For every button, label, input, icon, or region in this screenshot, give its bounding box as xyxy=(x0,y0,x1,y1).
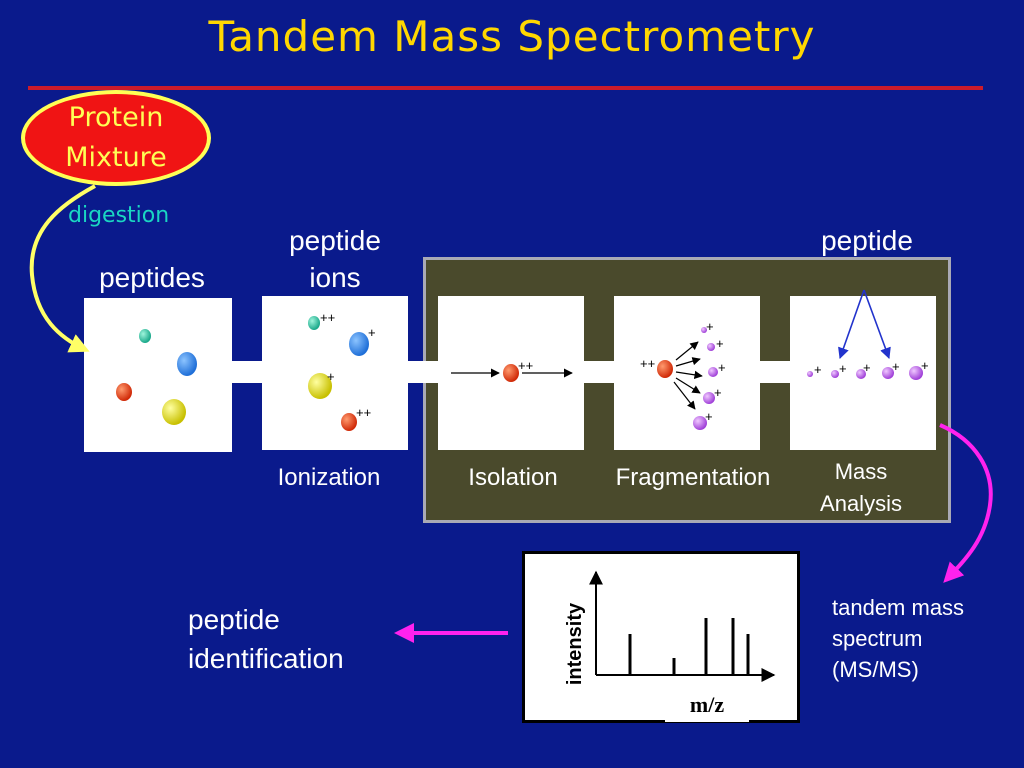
mass-analysis-label: Mass Analysis xyxy=(820,459,902,516)
ion-teal xyxy=(308,316,320,330)
charge-label: + xyxy=(714,385,722,400)
fragment-ion xyxy=(708,367,718,377)
ionization-label: Ionization xyxy=(277,464,381,491)
connector-bar xyxy=(408,361,438,383)
charge-label: + xyxy=(863,360,871,375)
ms-ms-spectrum-frame xyxy=(522,551,800,723)
charge-label: + xyxy=(718,360,726,375)
connector-bar xyxy=(760,361,790,383)
fragment-ion xyxy=(831,370,839,378)
fragments-pointer-arrow xyxy=(838,289,865,360)
fragmentation-arrow xyxy=(675,377,701,394)
fragments-pointer-arrow xyxy=(863,289,891,360)
charge-label: ++ xyxy=(356,405,371,420)
digestion-arrow xyxy=(29,184,96,353)
tandem-mass-spectrum-caption: tandem mass spectrum (MS/MS) xyxy=(832,595,965,682)
peptide-yellow xyxy=(162,399,186,425)
charge-label: + xyxy=(327,369,335,384)
connector-bar xyxy=(584,361,614,383)
charge-label: + xyxy=(839,361,847,376)
peptide-blue xyxy=(177,352,197,376)
spectrum-y-axis-label: intensity xyxy=(564,602,586,686)
charge-label: ++ xyxy=(518,358,533,373)
precursor-ion-red xyxy=(657,360,673,378)
fragment-ion xyxy=(701,327,707,333)
fragmentation-arrow xyxy=(675,357,701,367)
charge-label: + xyxy=(892,359,900,374)
connector-bar xyxy=(232,361,262,383)
fragment-ion xyxy=(807,371,813,377)
fragmentation-arrow xyxy=(675,370,703,380)
fragment-ion xyxy=(856,369,866,379)
peptides-box xyxy=(84,298,232,452)
peptide-red xyxy=(116,383,132,401)
protein-mixture-ellipse xyxy=(21,90,211,186)
peptide-teal xyxy=(139,329,151,343)
spectrum-output-arrow xyxy=(939,423,993,583)
charge-label: + xyxy=(921,358,929,373)
charge-label: + xyxy=(716,336,724,351)
fragment-ion xyxy=(707,343,715,351)
charge-label: + xyxy=(705,409,713,424)
charge-label: ++ xyxy=(640,356,655,371)
isolated-ion-red xyxy=(503,364,519,382)
fragmentation-box xyxy=(614,296,760,450)
peptide-ions-label: peptide ions xyxy=(289,225,381,293)
charge-label: + xyxy=(814,362,822,377)
ionization-box xyxy=(262,296,408,450)
peptides-label: peptides xyxy=(99,262,205,293)
ion-red xyxy=(341,413,357,431)
protein-mixture-label: Protein Mixture xyxy=(65,102,167,173)
charge-label: + xyxy=(706,319,714,334)
peptide-identification-label: peptide identification xyxy=(188,604,344,674)
title-divider xyxy=(28,86,983,90)
digestion-label: digestion xyxy=(68,203,170,228)
fragmentation-label: Fragmentation xyxy=(615,464,771,491)
fragmentation-arrow xyxy=(675,341,699,361)
fragment-ion xyxy=(693,416,707,430)
slide-title: Tandem Mass Spectrometry xyxy=(208,12,816,61)
spectrum-x-axis-label: m/z xyxy=(665,688,749,722)
charge-label: + xyxy=(368,325,376,340)
isolation-label: Isolation xyxy=(468,464,558,491)
fragment-ion xyxy=(909,366,923,380)
fragment-ion xyxy=(882,367,894,379)
ion-yellow xyxy=(308,373,332,399)
ion-blue xyxy=(349,332,369,356)
fragment-ion xyxy=(703,392,715,404)
fragmentation-arrow xyxy=(673,381,696,410)
charge-label: ++ xyxy=(320,310,335,325)
